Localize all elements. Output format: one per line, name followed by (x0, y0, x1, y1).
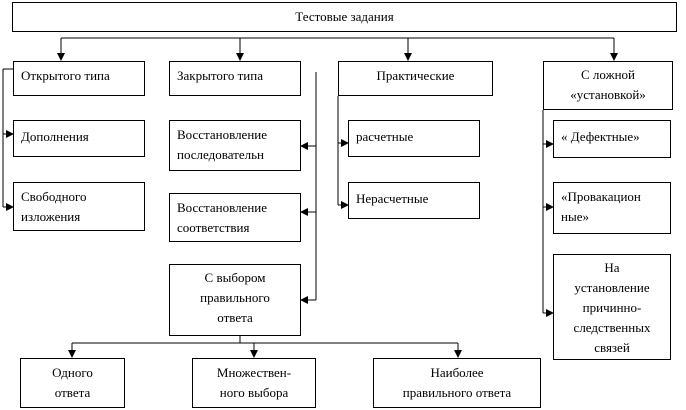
closed-item-choice: С выбором правильного ответа (169, 264, 301, 336)
closed-item-matching-label: Восстановление соответствия (177, 200, 268, 235)
open-item-additions: Дополнения (13, 120, 145, 157)
practical-item-computational-label: расчетные (356, 129, 414, 144)
choice-item-single-answer-label: Одного ответа (52, 365, 93, 400)
closed-item-sequence: Восстановление последовательн (169, 120, 301, 171)
category-open-label: Открытого типа (21, 68, 110, 83)
category-practical-label: Практические (376, 68, 455, 83)
choice-item-multiple-choice-label: Множествен- ного выбора (216, 365, 292, 400)
root-box: Тестовые задания (12, 2, 677, 32)
root-label: Тестовые задания (295, 9, 394, 24)
open-item-free-form: Свободного изложения (13, 182, 145, 231)
choice-item-multiple-choice: Множествен- ного выбора (192, 358, 316, 408)
closed-item-sequence-label: Восстановление последовательн (177, 127, 268, 162)
false-setup-item-provocative-label: «Провакацион ные» (561, 189, 641, 224)
category-closed-label: Закрытого типа (177, 68, 263, 83)
practical-item-non-computational: Нерасчетные (348, 182, 480, 219)
choice-item-best-answer-label: Наиболее правильного ответа (402, 365, 512, 400)
open-item-additions-label: Дополнения (21, 129, 89, 144)
closed-item-choice-label: С выбором правильного ответа (200, 270, 270, 325)
false-setup-item-causal: На установление причинно- следственных с… (553, 254, 671, 360)
false-setup-item-defective: « Дефектные» (553, 120, 671, 158)
closed-item-matching: Восстановление соответствия (169, 193, 301, 242)
false-setup-item-provocative: «Провакацион ные» (553, 182, 671, 234)
choice-item-single-answer: Одного ответа (20, 358, 125, 408)
false-setup-item-defective-label: « Дефектные» (561, 129, 640, 144)
open-item-free-form-label: Свободного изложения (21, 189, 87, 224)
false-setup-item-causal-label: На установление причинно- следственных с… (573, 260, 651, 355)
category-closed-box: Закрытого типа (169, 61, 301, 96)
category-practical-box: Практические (338, 61, 493, 96)
category-false-setup-label: С ложной «установкой» (570, 67, 646, 102)
practical-item-computational: расчетные (348, 120, 480, 157)
category-open-box: Открытого типа (13, 61, 145, 96)
choice-item-best-answer: Наиболее правильного ответа (373, 358, 541, 408)
practical-item-non-computational-label: Нерасчетные (356, 191, 429, 206)
category-false-setup-box: С ложной «установкой» (543, 61, 673, 110)
